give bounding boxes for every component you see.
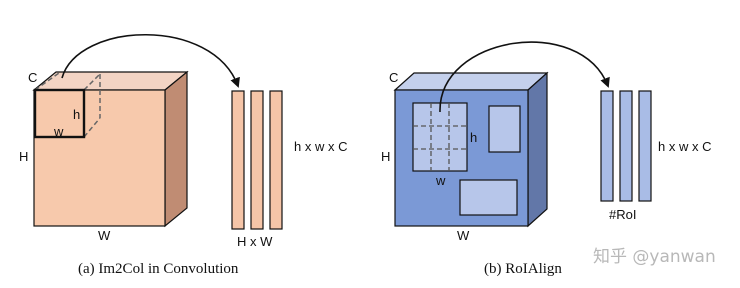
column-bar bbox=[231, 90, 245, 230]
label-h-inner: h bbox=[73, 107, 80, 122]
cuboid-front-face bbox=[33, 89, 166, 227]
label-h-outer: H bbox=[19, 149, 28, 164]
cuboid-top-face bbox=[393, 72, 549, 91]
label-c: C bbox=[28, 70, 37, 85]
im2col-panel: C h w H W H x W h x w x C (a) Im2Col in … bbox=[19, 34, 347, 277]
feature-map-cuboid bbox=[32, 70, 189, 228]
arrow bbox=[439, 41, 610, 113]
roi-box bbox=[488, 105, 521, 153]
caption-b: (b) RoIAlign bbox=[484, 261, 562, 277]
label-w-outer: W bbox=[98, 228, 111, 243]
watermark: 知乎 @yanwan bbox=[593, 247, 716, 267]
im2col-columns bbox=[231, 90, 283, 230]
columns-label-right: h x w x C bbox=[658, 139, 711, 154]
label-w-inner: w bbox=[435, 173, 446, 188]
column-bar bbox=[269, 90, 283, 230]
roi-grid-lines bbox=[413, 103, 467, 171]
columns-label-bottom: #RoI bbox=[609, 207, 636, 222]
columns-label-bottom: H x W bbox=[237, 234, 273, 249]
cuboid-side-face bbox=[527, 71, 548, 228]
roi-columns bbox=[600, 90, 652, 202]
roi-box bbox=[459, 179, 518, 216]
label-c: C bbox=[389, 70, 398, 85]
column-bar bbox=[600, 90, 614, 202]
roi-box-grid bbox=[412, 102, 468, 172]
label-h-inner: h bbox=[470, 130, 477, 145]
arrow bbox=[61, 34, 240, 88]
kernel-window bbox=[33, 72, 101, 139]
roialign-panel: C h w H W #RoI h x w x C (b) RoIAlign bbox=[381, 41, 711, 277]
caption-a: (a) Im2Col in Convolution bbox=[78, 261, 239, 277]
column-bar bbox=[638, 90, 652, 202]
column-bar bbox=[250, 90, 264, 230]
columns-label-right: h x w x C bbox=[294, 139, 347, 154]
label-w-inner: w bbox=[53, 124, 64, 139]
label-h-outer: H bbox=[381, 149, 390, 164]
cuboid-side-face bbox=[164, 70, 188, 228]
label-w-outer: W bbox=[457, 228, 470, 243]
column-bar bbox=[619, 90, 633, 202]
